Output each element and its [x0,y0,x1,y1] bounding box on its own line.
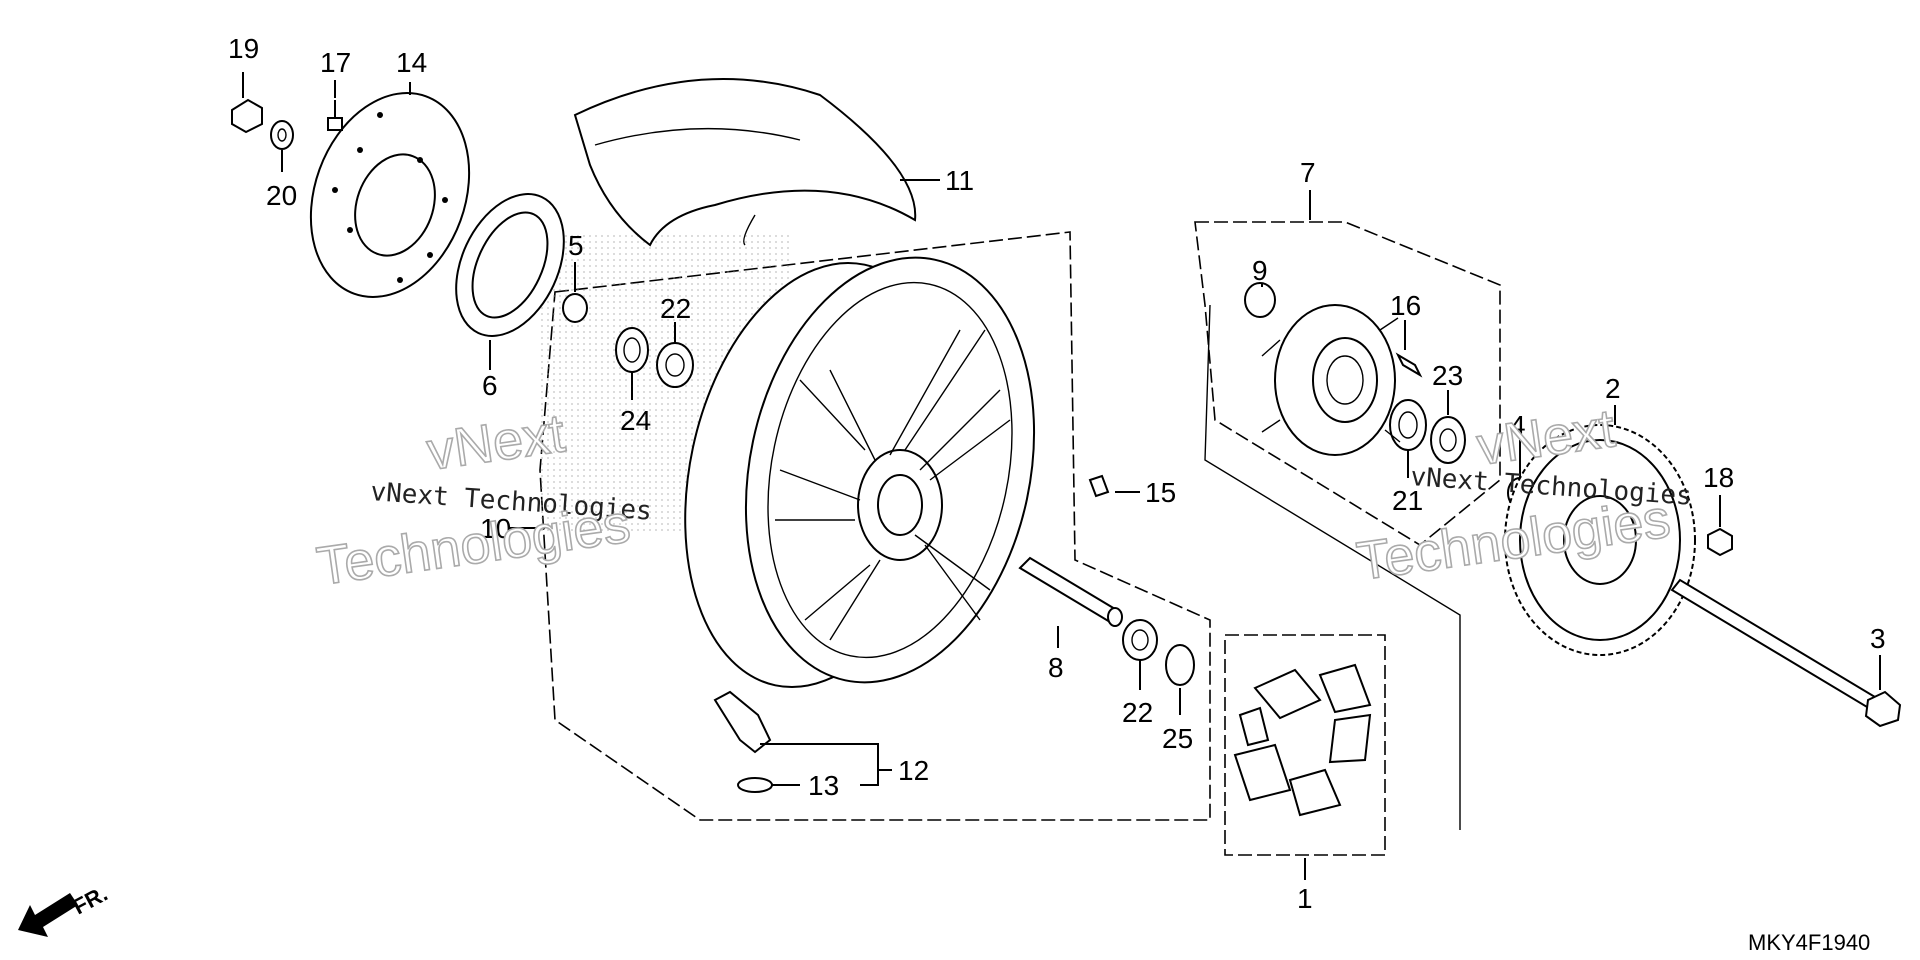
part-label-10: 10 [480,513,511,544]
part-label-20: 20 [266,180,297,211]
figure-code: MKY4F1940 [1748,930,1870,955]
part-label-13: 13 [808,770,839,801]
leader-lines [242,72,1881,880]
part-label-24: 24 [620,405,651,436]
driven-flange [1261,304,1401,456]
wheel-rim [684,256,1036,689]
part-label-5: 5 [568,230,584,261]
dust-seal-plate [455,193,565,337]
part-label-21: 21 [1392,485,1423,516]
part-labels: 19 20 17 14 5 6 22 24 11 10 15 8 22 25 1… [228,33,1886,914]
part-label-11: 11 [945,165,974,196]
part-label-7: 7 [1300,157,1316,188]
arrow-down-left-icon [18,893,78,937]
part-label-25: 25 [1162,723,1193,754]
part-label-22-upper: 22 [660,293,691,324]
part-label-22-lower: 22 [1122,697,1153,728]
part-label-8: 8 [1048,652,1064,683]
part-label-23: 23 [1432,360,1463,391]
part-label-3: 3 [1870,623,1886,654]
part-label-4: 4 [1510,410,1526,441]
part-label-6: 6 [482,370,498,401]
part-label-2: 2 [1605,373,1621,404]
front-direction-label: FR. [69,881,112,920]
part-label-17: 17 [320,47,351,78]
drive-sprocket [1504,424,1696,656]
part-label-18: 18 [1703,462,1734,493]
brake-disc [309,92,471,298]
part-label-19: 19 [228,33,259,64]
part-label-16: 16 [1390,290,1421,321]
assembly-boxes [539,221,1501,856]
part-label-14: 14 [396,47,427,78]
small-parts [231,98,1733,793]
part-label-12: 12 [898,755,929,786]
front-direction-indicator: FR. [18,881,112,937]
part-label-9: 9 [1252,255,1268,286]
axle-shaft [1670,578,1902,728]
wheel-damper-rubbers [1233,663,1372,817]
part-label-1: 1 [1297,883,1313,914]
tire [573,78,917,247]
part-label-15: 15 [1145,477,1176,508]
